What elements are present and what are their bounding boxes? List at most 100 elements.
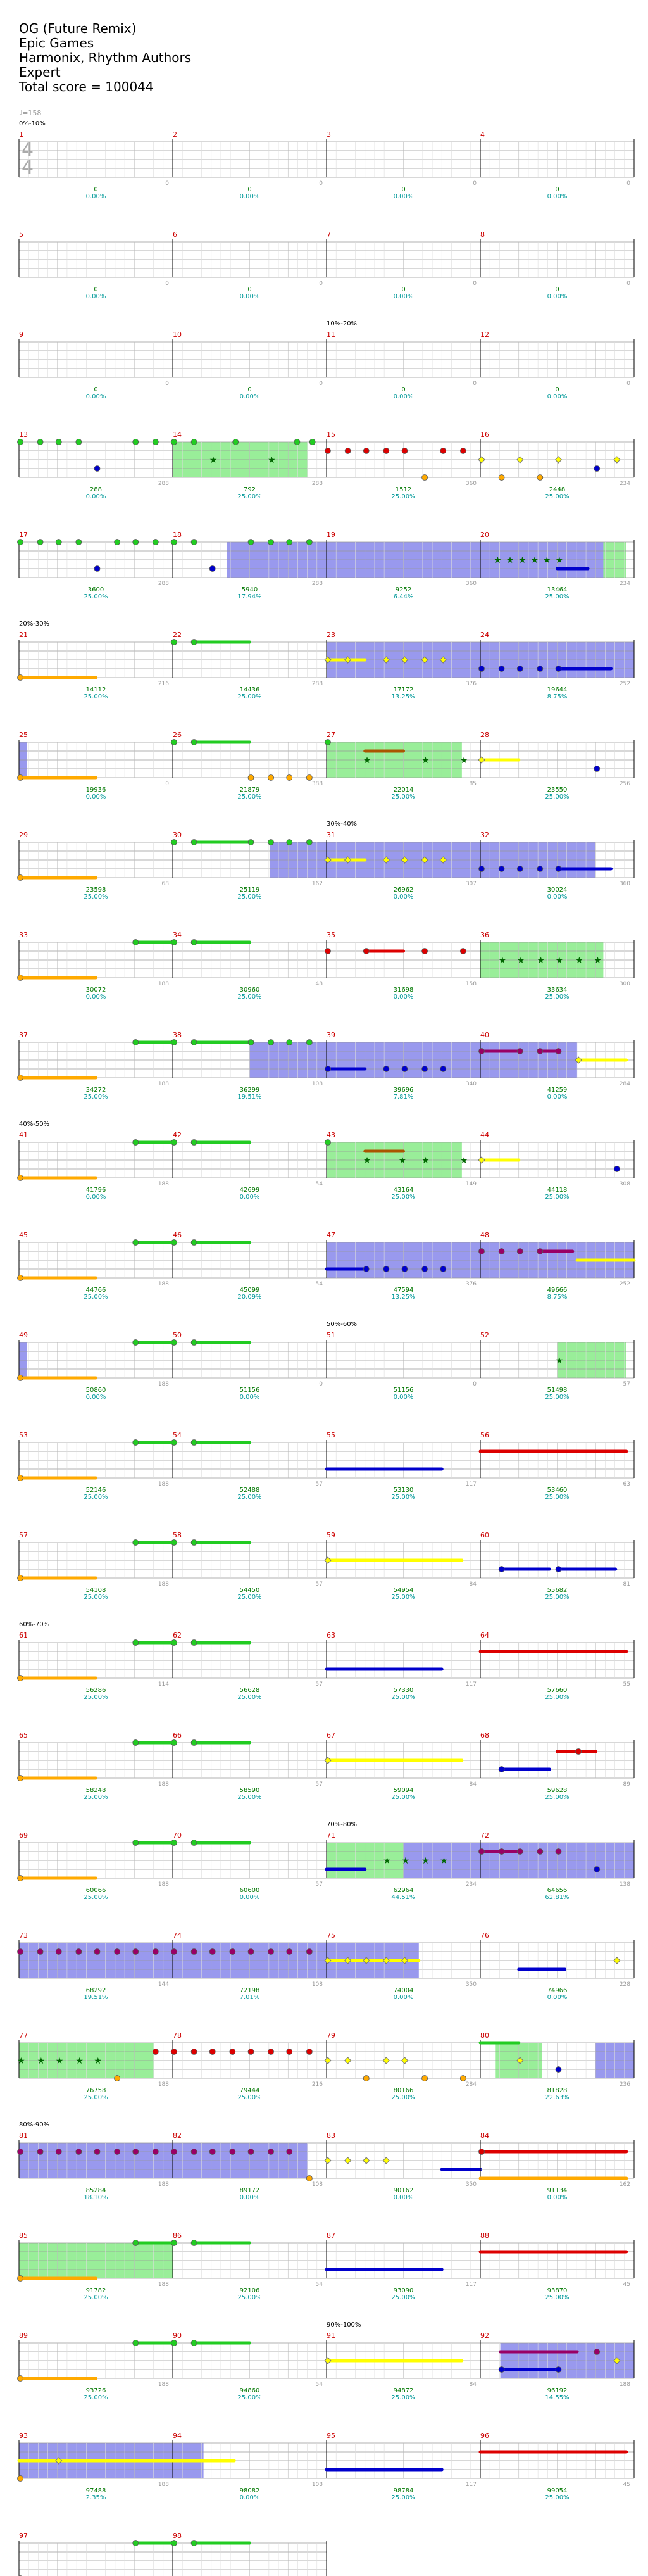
measure-score: 50860 (86, 1387, 106, 1394)
measure-number: 58 (173, 1531, 182, 1539)
measure-score: 51498 (547, 1387, 568, 1394)
note-gem (17, 1675, 23, 1681)
measure-percent: 0.00% (240, 2494, 260, 2501)
note-gem (190, 2540, 197, 2546)
note-gem (114, 539, 120, 545)
note-gem (94, 2149, 101, 2155)
note-gem (382, 856, 390, 864)
measure-score: 43164 (394, 1187, 414, 1194)
note-gem (554, 456, 563, 464)
note-gem (17, 1948, 23, 1955)
measure-percent: 0.00% (547, 193, 568, 200)
measure-number: 53 (19, 1431, 28, 1439)
note-gem (498, 474, 505, 481)
measure-number: 28 (480, 731, 489, 739)
note-count: 188 (158, 1381, 169, 1387)
note-gem (190, 2340, 197, 2346)
note-gem (344, 1957, 352, 1964)
note-gem (171, 2149, 177, 2155)
star-gem: ★ (537, 956, 545, 966)
measure-score: 51156 (394, 1387, 414, 1394)
note-gem (594, 766, 601, 772)
note-gem (190, 1539, 197, 1546)
measure-percent: 0.00% (547, 893, 568, 900)
measure-percent: 25.00% (84, 1594, 108, 1601)
note-count: 376 (466, 681, 477, 687)
note-gem (555, 866, 562, 872)
note-gem (190, 1039, 197, 1045)
measure-percent: 25.00% (84, 2094, 108, 2101)
note-count: 288 (312, 481, 323, 487)
note-count: 234 (620, 581, 630, 587)
note-gem (171, 1739, 177, 1746)
measure-number: 7 (327, 230, 331, 239)
measure-score: 64656 (547, 1887, 568, 1894)
measure-number: 3 (327, 130, 331, 139)
note-gem (132, 539, 139, 545)
note-count: 84 (470, 1781, 477, 1788)
note-gem (17, 539, 23, 545)
measure-number: 39 (327, 1031, 335, 1039)
note-count: 300 (620, 981, 630, 987)
note-gem (478, 1048, 485, 1054)
note-count: 188 (158, 2181, 169, 2188)
note-gem (152, 439, 159, 445)
note-gem (294, 439, 301, 445)
measure-percent: 0.00% (86, 193, 106, 200)
note-gem (114, 2075, 120, 2081)
measure-score: 57330 (394, 1687, 414, 1694)
measure-percent: 25.00% (237, 1494, 261, 1501)
measure-number: 12 (480, 331, 489, 339)
note-gem (306, 1039, 313, 1045)
measure-number: 5 (19, 230, 23, 239)
note-gem (94, 465, 101, 472)
measure-number: 37 (19, 1031, 28, 1039)
measure-score: 92106 (240, 2287, 260, 2294)
note-gem (478, 756, 485, 764)
star-gem: ★ (209, 455, 218, 465)
note-gem (382, 1957, 390, 1964)
note-gem (132, 1739, 139, 1746)
note-gem (190, 1439, 197, 1446)
note-count: 0 (165, 381, 169, 387)
measure-score: 90162 (394, 2187, 414, 2194)
measure-number: 72 (480, 1831, 489, 1840)
note-count: 284 (620, 1081, 630, 1087)
note-count: 188 (158, 1881, 169, 1888)
measure-percent: 0.00% (394, 293, 414, 300)
phrase-label: 10%-20% (327, 320, 357, 327)
measure-score: 25119 (240, 887, 260, 893)
note-gem (613, 456, 621, 464)
measure-percent: 8.75% (547, 1294, 568, 1301)
note-gem (152, 2049, 159, 2055)
note-count: 0 (473, 381, 477, 387)
measure-number: 89 (19, 2332, 28, 2340)
note-gem (439, 856, 447, 864)
star-gem: ★ (517, 956, 525, 966)
measure-score: 56628 (240, 1687, 260, 1694)
note-gem (306, 539, 313, 545)
note-gem (575, 1748, 582, 1755)
measure-percent: 25.00% (391, 2394, 415, 2401)
note-count: 54 (316, 2282, 323, 2288)
measure-score: 17172 (394, 686, 414, 693)
note-gem (17, 1475, 23, 1481)
measure-number: 29 (19, 831, 28, 839)
measure-percent: 25.00% (237, 1794, 261, 1801)
measure-score: 0 (94, 386, 97, 393)
note-count: 360 (466, 481, 477, 487)
measure-percent: 25.00% (84, 1894, 108, 1901)
note-gem (440, 448, 447, 454)
measure-score: 76758 (86, 2087, 106, 2094)
song-difficulty: Expert (19, 65, 61, 80)
note-gem (17, 874, 23, 881)
measure-percent: 25.00% (84, 593, 108, 600)
note-gem (94, 1948, 101, 1955)
measure-percent: 0.00% (394, 193, 414, 200)
star-gem: ★ (17, 2056, 25, 2066)
measure-number: 85 (19, 2232, 28, 2240)
note-gem (383, 1266, 390, 1272)
measure-percent: 0.00% (86, 493, 106, 500)
song-header: OG (Future Remix) Epic Games Harmonix, R… (19, 22, 191, 94)
note-count: 108 (312, 1981, 323, 1988)
